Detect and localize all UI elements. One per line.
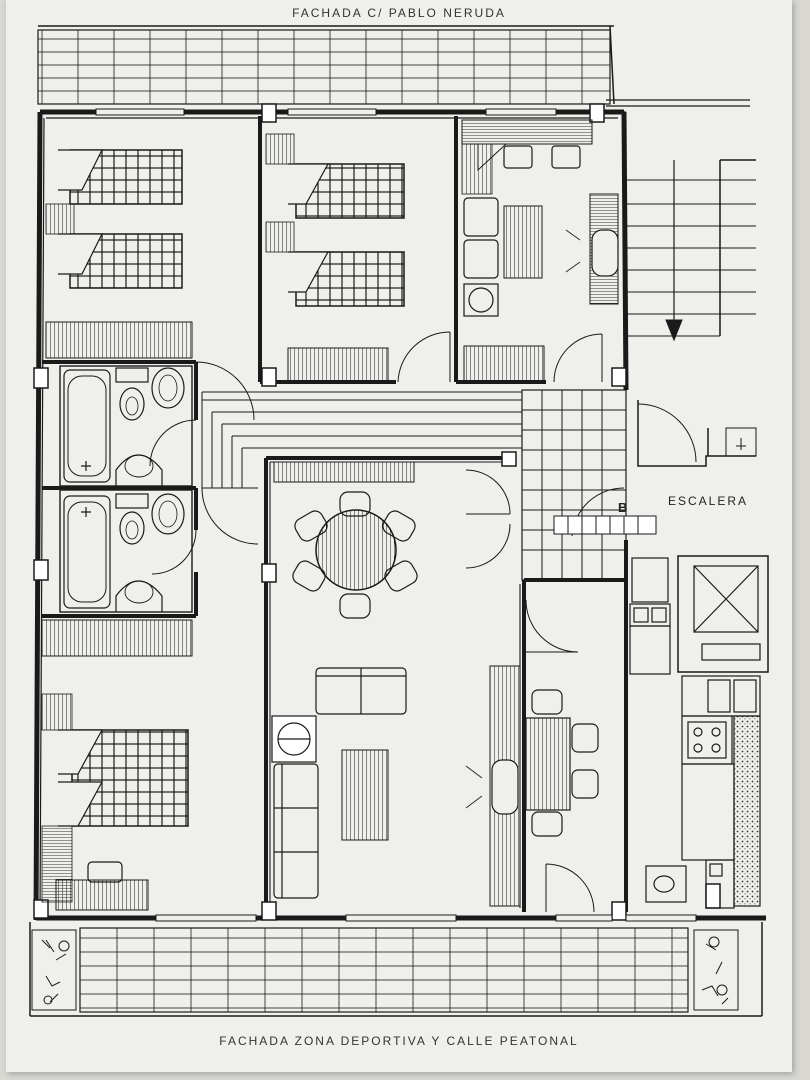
drawing-sheet: FACHADA C/ PABLO NERUDA [6, 0, 792, 1072]
top-terrace [37, 25, 615, 105]
columns [33, 103, 721, 921]
communal-stair [624, 159, 757, 467]
stair-label: ESCALERA [668, 494, 749, 508]
bedroom-1 [45, 149, 255, 421]
bedroom-3 [461, 119, 619, 383]
bathroom-1 [59, 365, 197, 487]
entrance-landing [465, 389, 657, 581]
top-windows [95, 108, 557, 116]
section-mark-label: B [618, 500, 628, 515]
top-facade-caption: FACHADA C/ PABLO NERUDA [292, 6, 506, 20]
bedroom-4 [41, 619, 193, 911]
bedroom-2 [265, 133, 451, 383]
bathroom-2 [59, 489, 197, 613]
living-sofas [271, 665, 521, 907]
bottom-windows [155, 914, 697, 922]
kitchen [525, 555, 769, 913]
bottom-terrace [29, 922, 763, 1017]
hallway [201, 391, 522, 545]
floor-plan [29, 25, 769, 1017]
bottom-facade-caption: FACHADA ZONA DEPORTIVA Y CALLE PEATONAL [219, 1034, 579, 1048]
dining-table [273, 461, 418, 619]
